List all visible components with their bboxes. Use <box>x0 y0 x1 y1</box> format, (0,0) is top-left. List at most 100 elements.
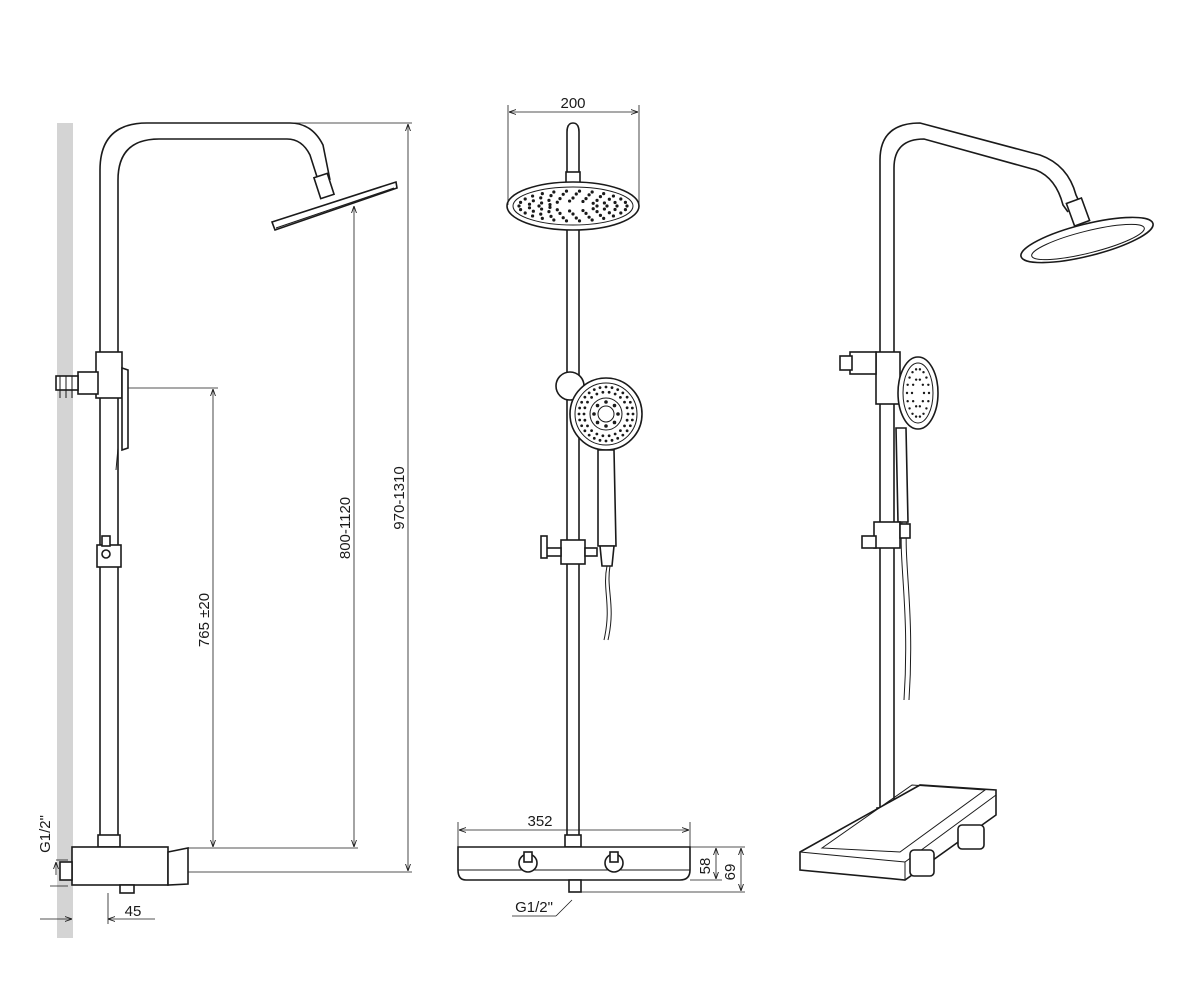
nozzle-dot <box>621 433 625 437</box>
nozzle-dot <box>571 212 575 216</box>
nozzle-dot <box>604 385 608 389</box>
nozzle-dot <box>592 388 596 392</box>
nozzle-dot <box>905 391 909 395</box>
nozzle-dot <box>590 429 593 433</box>
nozzle-dot <box>590 218 594 222</box>
nozzle-dot <box>595 403 600 408</box>
nozzle-dot <box>619 211 623 215</box>
nozzle-dot <box>619 429 622 433</box>
nozzle-dot <box>604 424 608 428</box>
nozzle-dot <box>548 202 552 207</box>
dim-mixer-heights: 58 69 <box>581 846 745 893</box>
nozzle-dot <box>623 207 628 212</box>
nozzle-dot <box>927 400 930 403</box>
front-mixer <box>457 834 691 893</box>
nozzle-dot <box>616 412 620 416</box>
nozzle-dot <box>561 216 565 220</box>
nozzle-dot <box>625 204 629 208</box>
nozzle-dot <box>539 196 543 200</box>
front-slide-holder <box>540 535 598 565</box>
dim-mixer-width: 352 <box>457 813 691 847</box>
nozzle-dot <box>613 392 617 396</box>
nozzle-dot <box>540 192 544 196</box>
dim-head-diameter: 200 <box>507 95 640 205</box>
front-rain-shower-head <box>506 171 640 231</box>
nozzle-dot <box>911 383 915 386</box>
nozzle-dot <box>625 406 629 410</box>
nozzle-dot <box>612 403 617 408</box>
nozzle-dot <box>927 383 930 386</box>
nozzle-dot <box>625 395 629 399</box>
nozzle-dot <box>523 211 527 215</box>
nozzle-dot <box>921 400 925 403</box>
nozzle-dot <box>530 214 535 218</box>
nozzle-dot <box>586 424 589 428</box>
nozzle-dot <box>625 429 629 433</box>
nozzle-dot <box>539 207 544 211</box>
side-view: 970-1310 800-1120 765 ±20 G1/2" 45 <box>37 122 412 938</box>
nozzle-dot <box>567 209 572 213</box>
nozzle-dot <box>518 200 523 205</box>
nozzle-dot <box>583 395 587 399</box>
nozzle-dot <box>619 395 622 399</box>
nozzle-dot <box>922 391 926 395</box>
nozzle-dot <box>922 412 925 415</box>
nozzle-dot <box>574 192 578 196</box>
nozzle-dot <box>911 400 915 403</box>
nozzle-dot <box>592 412 596 416</box>
nozzle-dot <box>625 418 629 422</box>
nozzle-dot <box>628 424 632 428</box>
dim-holder-height: 765 ±20 <box>128 387 218 847</box>
perspective-hand-shower <box>839 351 939 701</box>
nozzle-dot <box>558 197 562 201</box>
nozzle-dot <box>607 211 611 215</box>
nozzle-dot <box>592 436 596 440</box>
nozzle-dot <box>561 192 565 196</box>
nozzle-dot <box>631 412 635 416</box>
nozzle-dot <box>908 376 911 379</box>
nozzle-dot <box>623 200 628 205</box>
wall-bracket-upper <box>55 351 123 399</box>
dim-mixer-width-label: 352 <box>527 813 552 830</box>
dim-height-total: 970-1310 <box>188 122 412 873</box>
nozzle-dot <box>605 204 609 208</box>
nozzle-dot <box>610 386 614 390</box>
nozzle-dot <box>918 405 922 408</box>
nozzle-dot <box>584 211 588 215</box>
nozzle-dot <box>555 208 559 212</box>
nozzle-dot <box>595 210 599 214</box>
wall <box>57 123 73 938</box>
dim-head-diameter-label: 200 <box>560 95 585 112</box>
nozzle-dot <box>564 219 569 223</box>
dim-height-total-label: 970-1310 <box>391 466 408 529</box>
nozzle-dot <box>602 207 607 211</box>
nozzle-dot <box>584 197 588 201</box>
nozzle-dot <box>613 207 617 212</box>
nozzle-dot <box>583 418 587 422</box>
nozzle-dot <box>587 215 591 219</box>
nozzle-dot <box>910 391 914 395</box>
slide-holder-side <box>96 535 122 568</box>
nozzle-dot <box>604 439 608 443</box>
nozzle-dot <box>607 390 611 394</box>
nozzle-dot <box>906 383 909 386</box>
nozzle-dot <box>921 383 925 386</box>
nozzle-dot <box>601 390 605 394</box>
nozzle-dot <box>571 196 575 200</box>
front-hand-shower <box>555 371 643 641</box>
nozzle-dot <box>548 205 552 210</box>
nozzle-dot <box>567 199 572 203</box>
nozzle-dot <box>601 434 605 438</box>
perspective-slide-holder <box>861 521 911 549</box>
nozzle-dot <box>607 434 611 438</box>
nozzle-dot <box>613 432 617 436</box>
nozzle-dot <box>619 197 623 201</box>
nozzle-dot <box>578 418 582 422</box>
nozzle-dot <box>610 438 614 442</box>
nozzle-dot <box>616 436 620 440</box>
nozzle-dot <box>549 214 553 218</box>
nozzle-dot <box>581 208 585 213</box>
nozzle-dot <box>925 407 928 410</box>
nozzle-dot <box>530 194 535 198</box>
